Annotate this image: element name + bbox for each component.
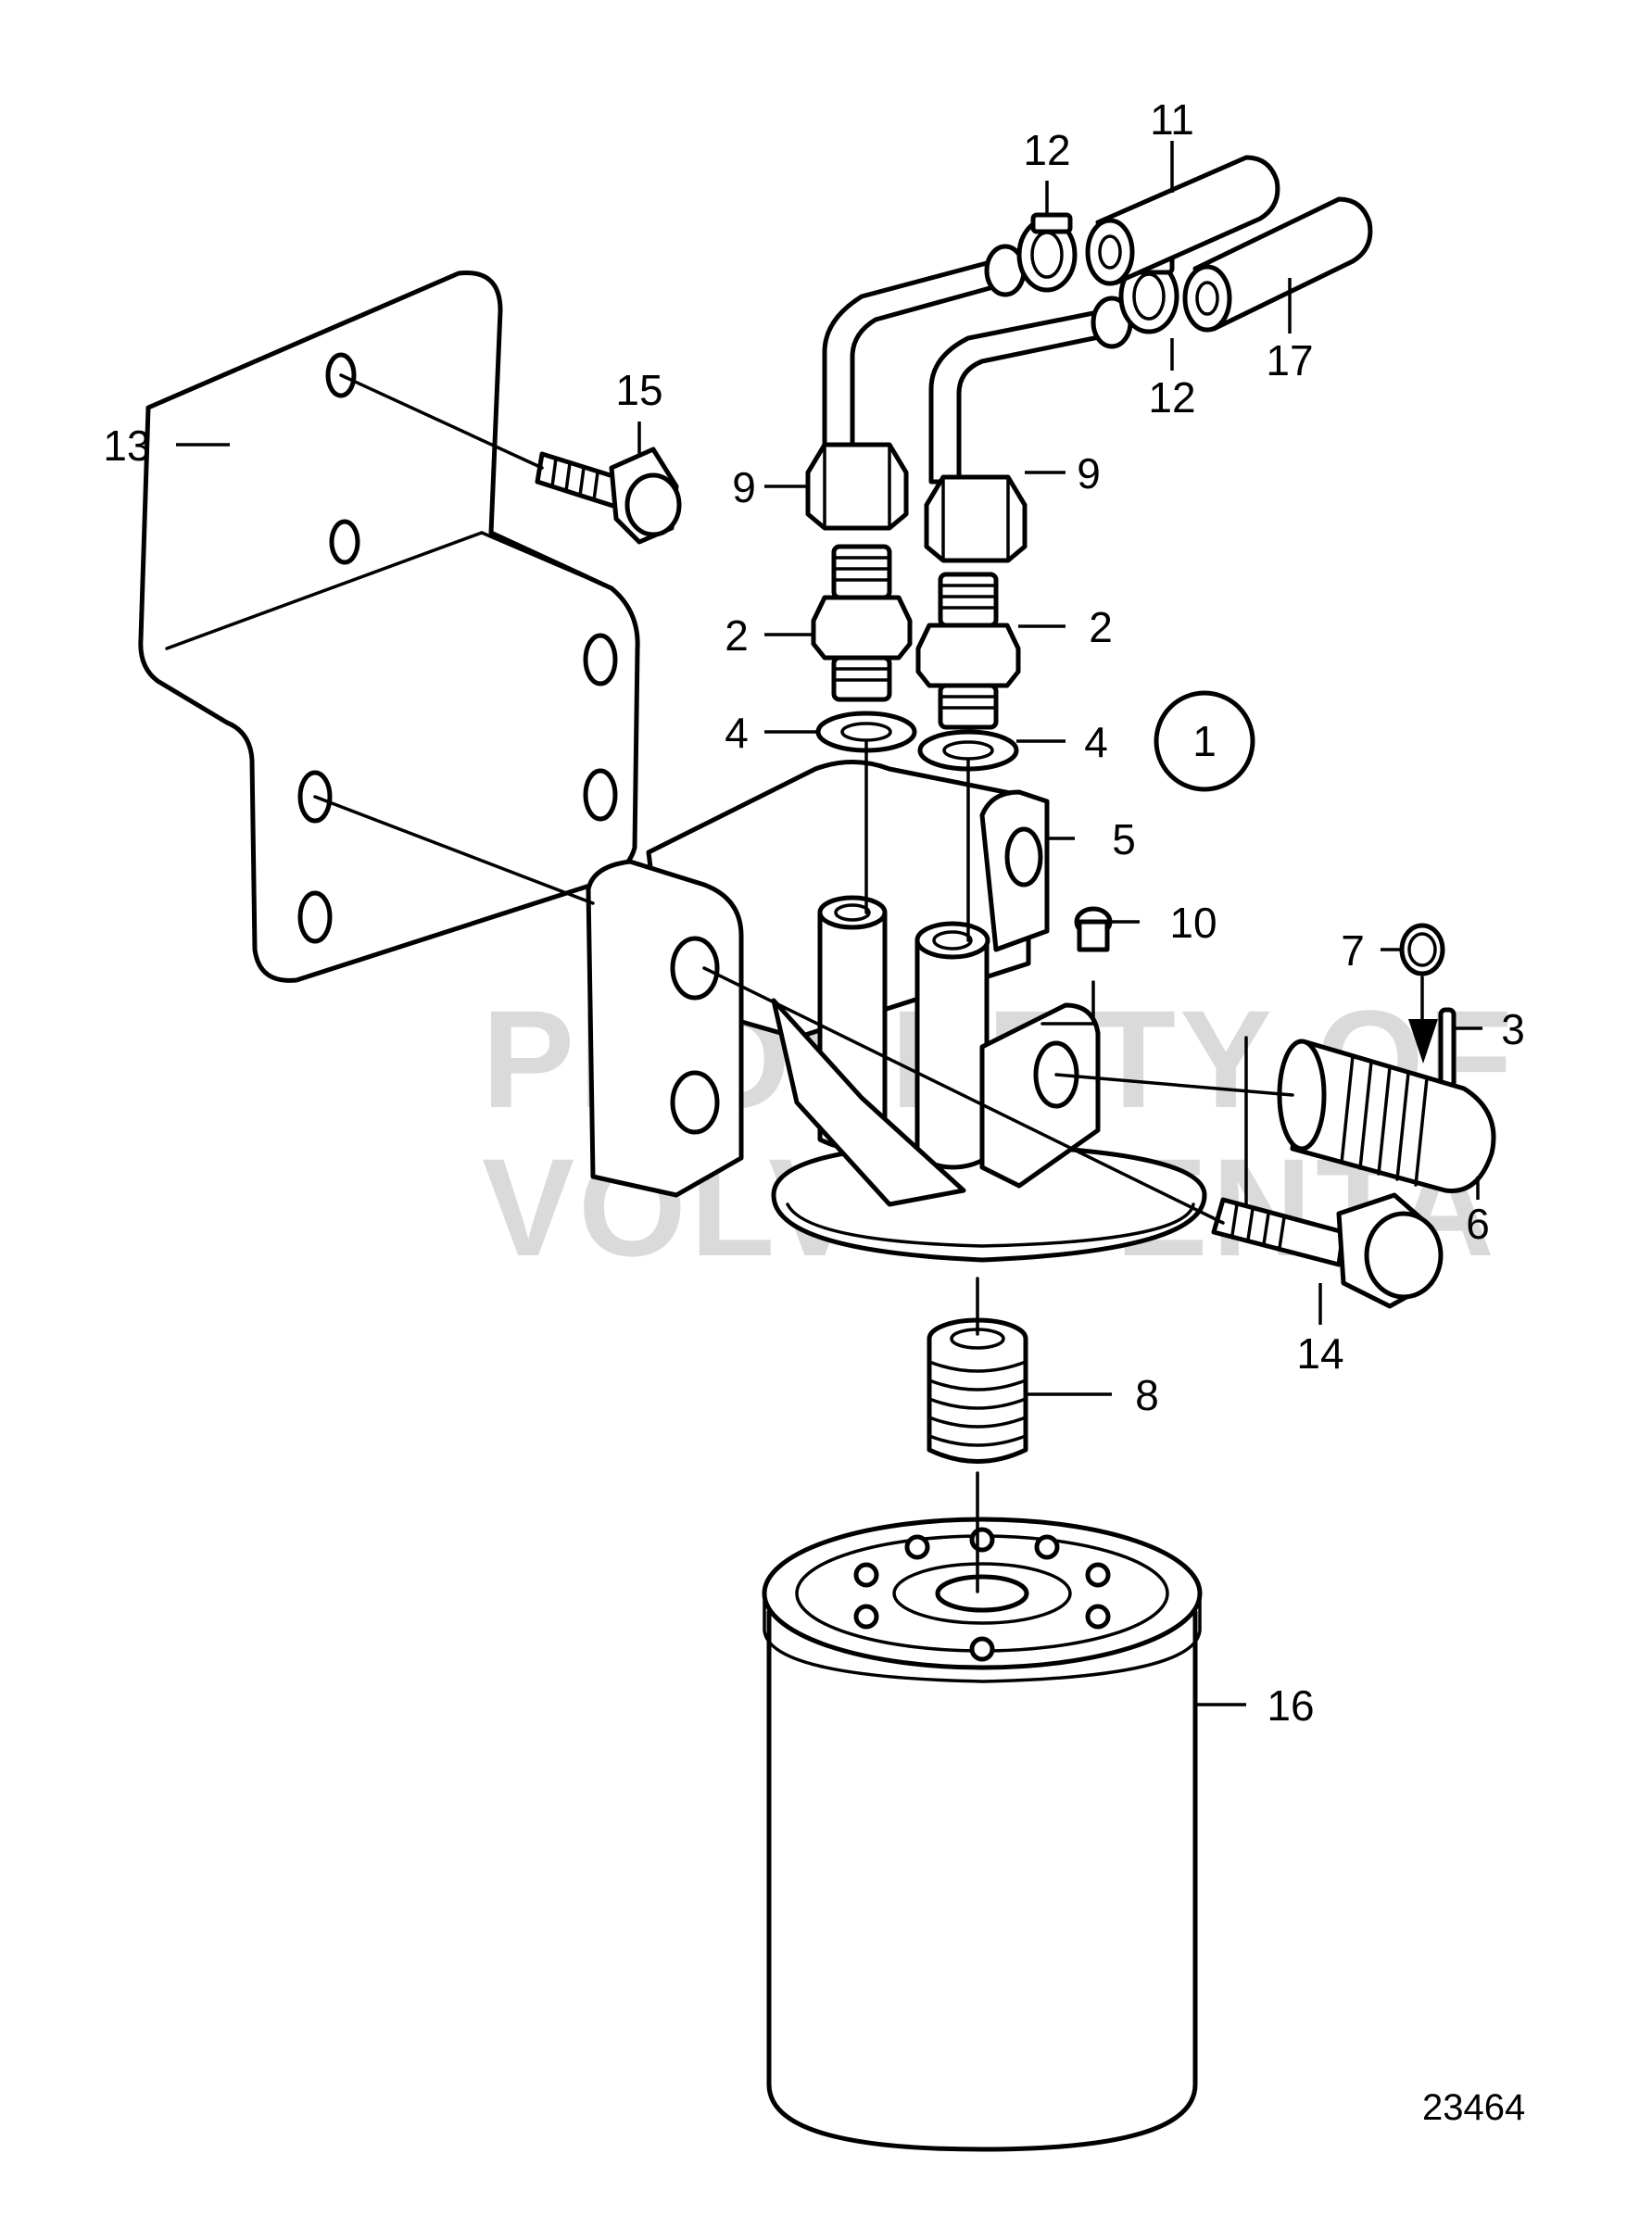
part-14-bolt[interactable] — [702, 966, 1444, 1309]
callout-4-left: 4 — [725, 709, 749, 757]
callout-16: 16 — [1267, 1681, 1314, 1730]
diagram-reference-number: 23464 — [1422, 2087, 1525, 2128]
callout-7: 7 — [1341, 926, 1365, 975]
part-6-valve[interactable] — [1277, 1039, 1496, 1193]
group-marker: 1 — [1154, 690, 1255, 792]
callout-2-right: 2 — [1089, 603, 1113, 651]
callout-6: 6 — [1466, 1200, 1490, 1248]
part-11-hose[interactable] — [1085, 155, 1280, 286]
assembly-guide-lines — [313, 739, 1438, 1593]
group-marker-number: 1 — [1192, 717, 1217, 765]
part-15-bolt[interactable] — [339, 373, 682, 545]
callout-11: 11 — [1150, 95, 1194, 144]
callout-17: 17 — [1266, 336, 1313, 384]
callout-8: 8 — [1135, 1371, 1159, 1419]
callout-14: 14 — [1296, 1329, 1343, 1378]
part-2-nipple-right[interactable] — [915, 572, 1021, 730]
callout-10: 10 — [1169, 899, 1217, 947]
callout-15: 15 — [615, 366, 662, 414]
part-13-mounting-bracket[interactable] — [138, 271, 640, 983]
part-2-nipple-left[interactable] — [811, 544, 913, 702]
callout-2-left: 2 — [725, 611, 749, 660]
part-17-hose[interactable] — [1182, 196, 1373, 333]
callout-12-lower: 12 — [1148, 373, 1195, 422]
callout-9-right: 9 — [1077, 449, 1101, 497]
callout-5: 5 — [1112, 815, 1136, 863]
part-10-plug-screw[interactable] — [1074, 906, 1113, 952]
part-9-union-nut-left[interactable] — [805, 442, 909, 531]
leader-lines — [176, 141, 1482, 1706]
callout-4-right: 4 — [1084, 718, 1108, 766]
part-16-oil-filter[interactable] — [762, 1517, 1203, 2152]
callout-9-left: 9 — [732, 463, 756, 511]
part-7-o-ring[interactable] — [1399, 923, 1445, 976]
pipe-assembly[interactable] — [822, 244, 1133, 485]
callout-12-upper: 12 — [1023, 126, 1070, 174]
callout-13: 13 — [103, 422, 150, 470]
callout-3: 3 — [1501, 1005, 1525, 1053]
part-8-threaded-nipple[interactable] — [927, 1317, 1028, 1464]
part-5-filter-housing[interactable] — [586, 760, 1207, 1263]
callout-labels: 11 12 12 17 13 15 9 9 2 2 4 4 5 10 7 3 6… — [103, 95, 1524, 1730]
part-12-hose-clamp-upper[interactable] — [1016, 212, 1078, 293]
part-9-union-nut-right[interactable] — [924, 474, 1028, 563]
